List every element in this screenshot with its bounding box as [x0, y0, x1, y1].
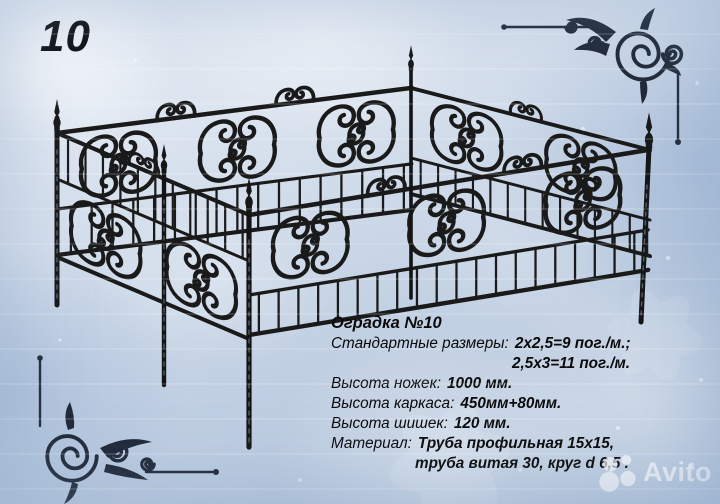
post-back-far: [407, 44, 415, 300]
spec-label: Стандартные размеры:: [331, 335, 509, 352]
fence-panel-front-left: [54, 130, 252, 342]
fence-posts: [52, 44, 654, 450]
fence-panel-front-right: [246, 147, 651, 338]
spec-label: Высота ножек:: [331, 375, 442, 392]
watermark: Avito: [596, 452, 712, 492]
spec-label: Материал:: [331, 435, 412, 452]
avito-logo-icon: [599, 454, 636, 492]
spec-value: 450мм+80мм.: [460, 395, 562, 412]
spec-line-sizes-2: 2,5х3=11 пог./м.: [512, 354, 691, 374]
post-corner-left: [52, 98, 62, 308]
spec-line-material: Материал: Труба профильная 15х15,: [331, 434, 691, 454]
snow-dots: [58, 58, 703, 482]
spec-value: труба витая 30, круг d 6,5 .: [415, 455, 629, 472]
spec-line-leg-height: Высота ножек: 1000 мм.: [331, 374, 691, 394]
corner-flourish-top-right: [501, 8, 684, 145]
post-middle-left: [160, 143, 168, 388]
spec-line-finial-height: Высота шишек: 120 мм.: [331, 414, 691, 434]
fence-panel-back-left: [54, 74, 415, 258]
watermark-brand-text: Avito: [643, 456, 712, 487]
product-title: Оградка №10: [331, 314, 442, 332]
post-corner-right: [638, 111, 654, 325]
spec-line-material-2: труба витая 30, круг d 6,5 .: [415, 454, 691, 474]
spec-value: 120 мм.: [453, 415, 511, 432]
spec-label: Высота шишек:: [331, 415, 448, 432]
spec-block: Оградка №10 Стандартные размеры: 2х2,5=9 …: [331, 312, 691, 474]
catalog-number: 10: [40, 12, 91, 61]
corner-flourish-bottom-left: [37, 355, 219, 504]
spec-line-frame-height: Высота каркаса: 450мм+80мм.: [331, 394, 691, 414]
spec-value: 1000 мм.: [447, 375, 513, 392]
post-corner-front: [244, 176, 254, 450]
spec-value: Труба профильная 15х15,: [417, 435, 615, 452]
background-flowers: [389, 289, 703, 504]
spec-label: Высота каркаса:: [331, 395, 455, 412]
spec-line-sizes: Стандартные размеры: 2х2,5=9 пог./м.;: [331, 334, 691, 354]
spec-value: 2,5х3=11 пог./м.: [512, 355, 631, 372]
spec-value: 2х2,5=9 пог./м.;: [514, 335, 631, 352]
